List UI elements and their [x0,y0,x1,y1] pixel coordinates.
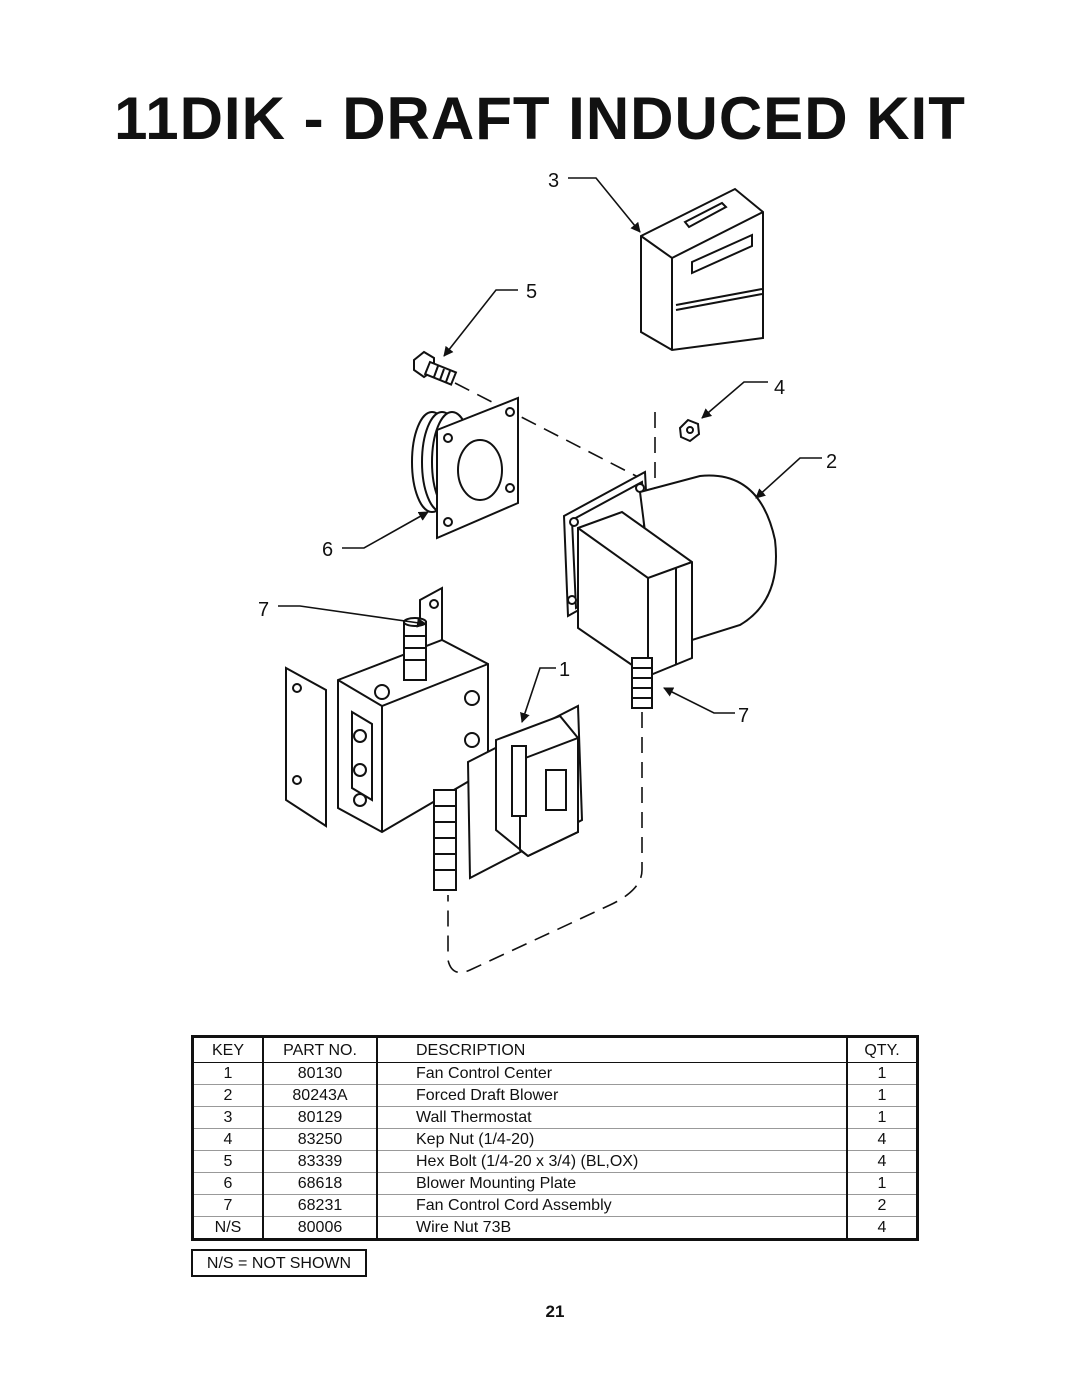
cell-qty: 1 [846,1172,918,1195]
callout-4: 4 [774,377,785,399]
page-number: 21 [545,1302,565,1321]
cell-description: Blower Mounting Plate [376,1172,847,1195]
table-row: 1 80130 Fan Control Center 1 [192,1062,918,1085]
table-header-row: KEY PART NO. DESCRIPTION QTY. [192,1036,918,1063]
forced-draft-blower-drawing [562,470,777,709]
header-description: DESCRIPTION [376,1036,847,1063]
table-row: 7 68231 Fan Control Cord Assembly 2 [192,1194,918,1217]
header-key: KEY [192,1036,263,1063]
cell-description: Wire Nut 73B [376,1216,847,1240]
table-row: 2 80243A Forced Draft Blower 1 [192,1084,918,1107]
cell-qty: 1 [846,1106,918,1129]
parts-list-table: KEY PART NO. DESCRIPTION QTY. 1 80130 Fa… [191,1035,919,1241]
header-qty: QTY. [846,1036,918,1063]
cell-key: 7 [192,1194,263,1217]
blower-mounting-plate-drawing [411,396,519,540]
table-row: 4 83250 Kep Nut (1/4-20) 4 [192,1128,918,1151]
cell-key: 1 [192,1062,263,1085]
header-part-no: PART NO. [262,1036,377,1063]
callout-2: 2 [826,451,837,473]
cell-qty: 4 [846,1216,918,1240]
cell-qty: 1 [846,1062,918,1085]
cell-qty: 2 [846,1194,918,1217]
callout-7-blower: 7 [738,705,749,727]
cell-description: Forced Draft Blower [376,1084,847,1107]
cell-part-no: 80129 [262,1106,377,1129]
callout-6: 6 [322,539,333,561]
cell-part-no: 83250 [262,1128,377,1151]
table-row: N/S 80006 Wire Nut 73B 4 [193,1216,918,1240]
assembly-dashed-lines [447,382,656,974]
exploded-parts-diagram: 3 5 4 2 6 7 1 7 [258,170,837,974]
wall-thermostat-drawing [640,187,764,352]
cell-description: Kep Nut (1/4-20) [376,1128,847,1151]
cell-key: N/S [214,1219,242,1236]
page-title: 11DIK - DRAFT INDUCED KIT [114,85,966,152]
cell-description: Fan Control Center [376,1062,847,1085]
callout-leaders [278,177,822,723]
callout-3: 3 [548,170,559,192]
cell-description: Hex Bolt (1/4-20 x 3/4) (BL,OX) [376,1150,847,1173]
cell-key: 6 [192,1172,263,1195]
kep-nut-drawing [678,418,701,443]
cell-qty: 4 [846,1128,918,1151]
not-shown-legend: N/S = NOT SHOWN [191,1249,367,1277]
cell-key: 5 [192,1150,263,1173]
callout-1: 1 [559,659,570,681]
callout-5: 5 [526,281,537,303]
cell-qty: 1 [846,1084,918,1107]
fan-control-center-drawing [285,586,584,891]
cell-description: Fan Control Cord Assembly [376,1194,847,1217]
hex-bolt-drawing [413,350,458,386]
cell-key: 4 [192,1128,263,1151]
callout-7-cord: 7 [258,599,269,621]
cell-part-no: 68231 [262,1194,377,1217]
cell-qty: 4 [846,1150,918,1173]
cell-part-no: 80006 [262,1216,377,1240]
cell-description: Wall Thermostat [376,1106,847,1129]
table-row: 6 68618 Blower Mounting Plate 1 [192,1172,918,1195]
cell-key: 3 [192,1106,263,1129]
table-row: 3 80129 Wall Thermostat 1 [192,1106,918,1129]
table-row: 5 83339 Hex Bolt (1/4-20 x 3/4) (BL,OX) … [192,1150,918,1173]
cell-key: 2 [192,1084,263,1107]
cell-part-no: 80243A [262,1084,377,1107]
cell-part-no: 68618 [262,1172,377,1195]
cell-part-no: 80130 [262,1062,377,1085]
cell-part-no: 83339 [262,1150,377,1173]
